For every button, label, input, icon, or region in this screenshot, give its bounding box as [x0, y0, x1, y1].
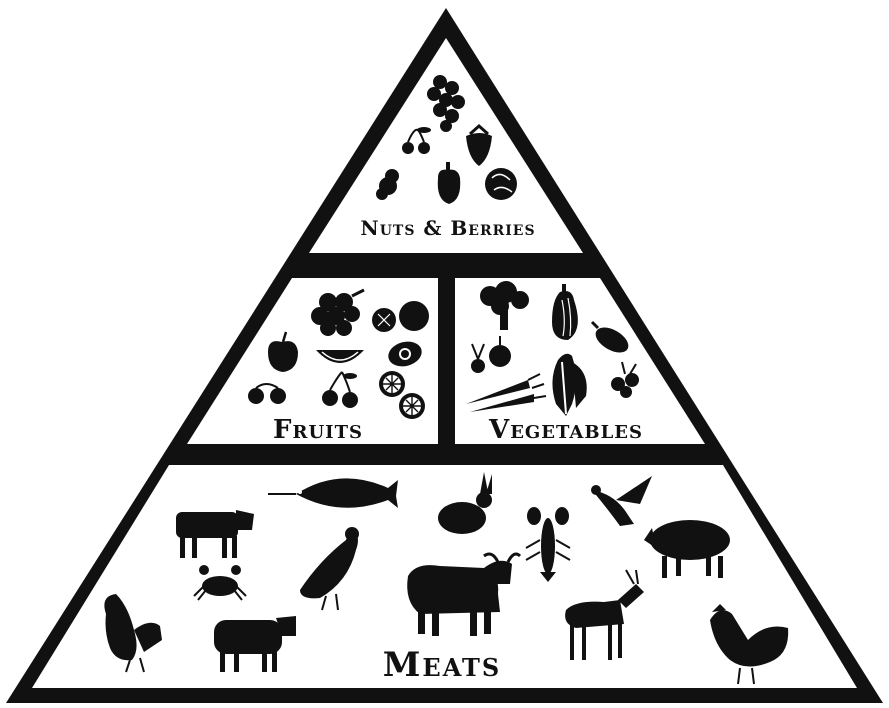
tier-nuts-berries-label: Nuts & Berries [360, 216, 535, 240]
tier-meats-label: Meats [383, 645, 501, 685]
tier-fruits-label: Fruits [273, 415, 363, 445]
tier-vegetables-label: Vegetables [488, 415, 643, 445]
cabbage-icon [485, 168, 517, 200]
